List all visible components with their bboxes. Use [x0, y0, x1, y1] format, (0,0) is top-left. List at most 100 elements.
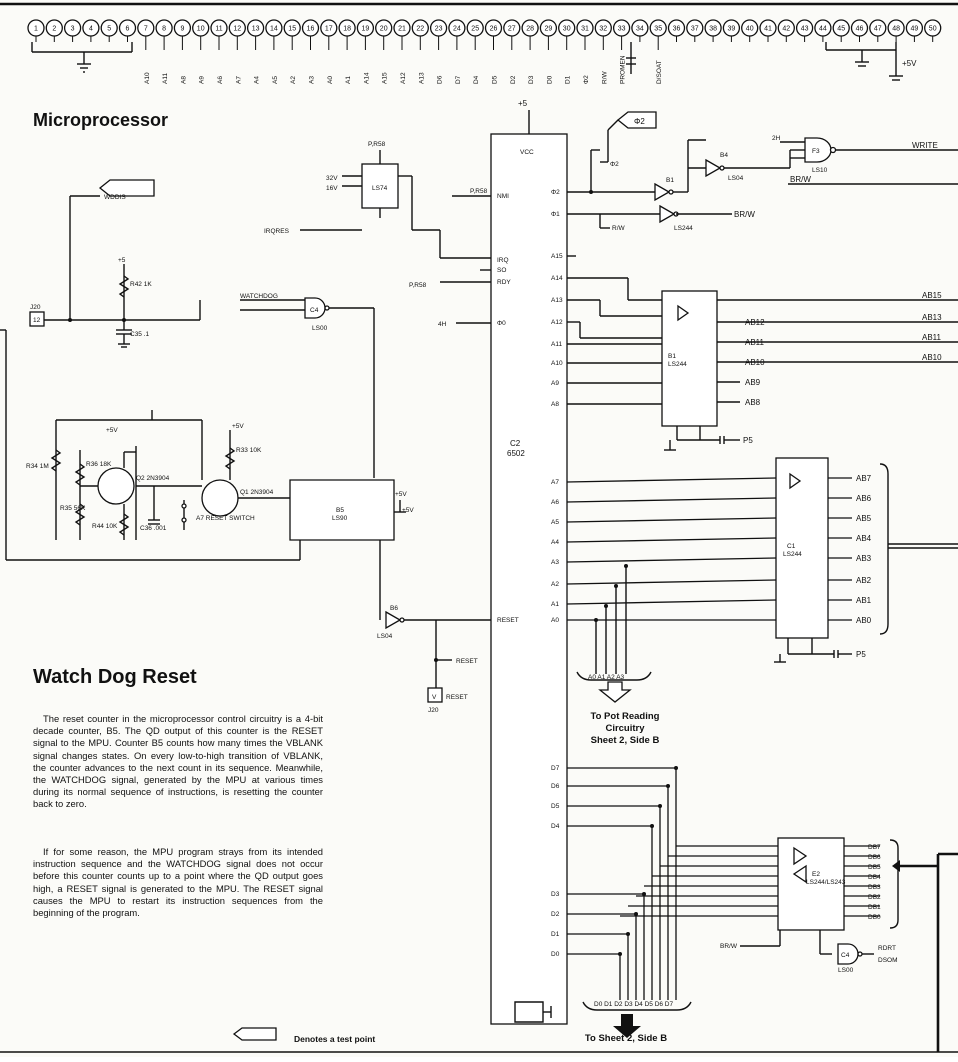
pin-4h-label: 4H: [438, 321, 447, 328]
connector-pin-number: 47: [874, 26, 882, 33]
data-bus-signal: DB5: [868, 864, 881, 871]
c35-label: C35 .1: [130, 331, 150, 338]
addr-low-bracket: [879, 463, 889, 635]
svg-text:AB10: AB10: [745, 358, 765, 367]
svg-text:LS244/LS243: LS244/LS243: [806, 879, 846, 886]
svg-text:E2: E2: [812, 871, 820, 878]
watchdog-paragraph-2: If for some reason, the MPU program stra…: [33, 846, 323, 919]
address-low-signal: AB3: [856, 554, 872, 563]
cpu-c2: [490, 133, 568, 1025]
svg-text:B1: B1: [668, 353, 676, 360]
connector-pin: 29: [539, 19, 558, 42]
connector-pin-number: 30: [563, 26, 571, 33]
connector-pin-number: 38: [709, 26, 717, 33]
connector-pin: 7: [137, 19, 155, 42]
cpu-right-pin: A11: [551, 341, 562, 348]
address-low-signal: AB1: [856, 596, 872, 605]
connector-pin-number: 15: [288, 26, 296, 33]
connector-pin-number: 10: [197, 26, 205, 33]
r42-label: R42 1K: [130, 281, 152, 288]
svg-text:AB8: AB8: [745, 398, 761, 407]
write-logic: B1 LS244 B4 LS04 F3 LS10 2H WRITE BR/W B…: [599, 135, 958, 232]
connector-pin: 37: [686, 19, 704, 42]
connector-pin: 40: [741, 19, 759, 42]
connector-pin-number: 34: [636, 26, 644, 33]
cpu-data-pin: D3: [551, 891, 560, 898]
r33-label: R33 10K: [236, 447, 262, 454]
connector-pin-number: 39: [728, 26, 736, 33]
sheet2-bus-label: D0 D1 D2 D3 D4 D5 D6 D7: [594, 1001, 673, 1008]
cpu-right-pin: A13: [551, 297, 563, 304]
legend-test-point-symbol: [232, 1027, 277, 1041]
microprocessor-heading: Microprocessor: [33, 110, 169, 130]
reset-label: RESET: [456, 658, 478, 665]
sheet2-caption: To Sheet 2, Side B: [584, 1033, 668, 1044]
connector-pin-number: 28: [526, 26, 534, 33]
b1-enable: [664, 426, 740, 451]
connector-signal-label: D/SOAT: [656, 60, 663, 84]
cpu-data-pin: D0: [551, 951, 560, 958]
connector-pin-number: 17: [325, 26, 333, 33]
connector-pin: 11: [210, 19, 228, 42]
cpu-address-pin: A4: [551, 539, 559, 546]
svg-text:P5: P5: [743, 436, 753, 445]
connector-pin-number: 43: [801, 26, 809, 33]
connector-pin: 31: [576, 19, 594, 42]
connector-pin-number: 7: [144, 26, 148, 33]
irqres-signal: IRQRES: [264, 228, 290, 235]
connector-pin: 20: [375, 19, 393, 42]
connector-pin: 19: [356, 19, 375, 42]
connector-pin-number: 3: [71, 26, 75, 33]
connector-pin: 25: [466, 19, 484, 42]
legend-text: Denotes a test point: [294, 1034, 376, 1044]
b6-ref: B6: [390, 605, 398, 612]
b1-ref: B1: [666, 177, 674, 184]
j20-pin12-label: 12: [33, 317, 41, 324]
b1-part: LS244: [674, 225, 693, 232]
cpu-data-pin: D6: [551, 783, 560, 790]
cpu-right-pin: A12: [551, 319, 563, 326]
connector-pin-number: 21: [398, 26, 406, 33]
svg-text:RDRT: RDRT: [878, 945, 896, 952]
svg-text:LS244: LS244: [783, 551, 802, 558]
connector-pin: 2: [45, 19, 63, 42]
j20-label: J20: [30, 304, 41, 311]
connector-pin: 28: [521, 19, 539, 42]
connector-signal-label: D5: [492, 75, 499, 84]
data-bus-arrow: [892, 852, 958, 1052]
q1-label: Q1 2N3904: [240, 489, 274, 496]
address-low-signal: AB7: [856, 474, 872, 483]
address-low-signal: AB6: [856, 494, 872, 503]
connector-pin-number: 41: [764, 26, 772, 33]
cpu-vcc: VCC: [520, 149, 534, 156]
connector-pin-number: 46: [856, 26, 864, 33]
reset-label-2: RESET: [446, 694, 468, 701]
address-low-signal: AB0: [856, 616, 872, 625]
connector-pin: 46: [850, 19, 869, 42]
connector-pin: 5: [100, 19, 118, 42]
connector-pin: 14: [265, 19, 283, 42]
cpu-right-pin: Φ1: [551, 211, 560, 218]
connector-signal-label: D1: [565, 75, 572, 84]
b5-ref: B5: [336, 507, 344, 514]
phi2-node-label: Φ2: [610, 161, 619, 168]
connector-pin-number: 11: [215, 26, 222, 33]
connector-signal-label: Φ2: [583, 75, 590, 84]
connector-pin-number: 6: [126, 26, 130, 33]
connector-pin-number: 25: [471, 26, 479, 33]
b5-part: LS90: [332, 515, 348, 522]
connector-pin-number: 12: [233, 26, 241, 33]
data-bus-signal: DB2: [868, 894, 881, 901]
svg-text:AB10: AB10: [922, 353, 942, 362]
cpu-part: 6502: [507, 449, 525, 458]
b1-buffer: [661, 290, 718, 427]
connector-pin-number: 8: [162, 26, 166, 33]
connector-signal-label: A14: [363, 72, 370, 84]
svg-text:DSOM: DSOM: [878, 957, 898, 964]
cpu-right-pin: A15: [551, 253, 563, 260]
ls74-16v: 16V: [326, 185, 338, 192]
svg-text:AB9: AB9: [745, 378, 761, 387]
cpu-address-pin: A6: [551, 499, 559, 506]
connector-pin-number: 42: [782, 26, 790, 33]
